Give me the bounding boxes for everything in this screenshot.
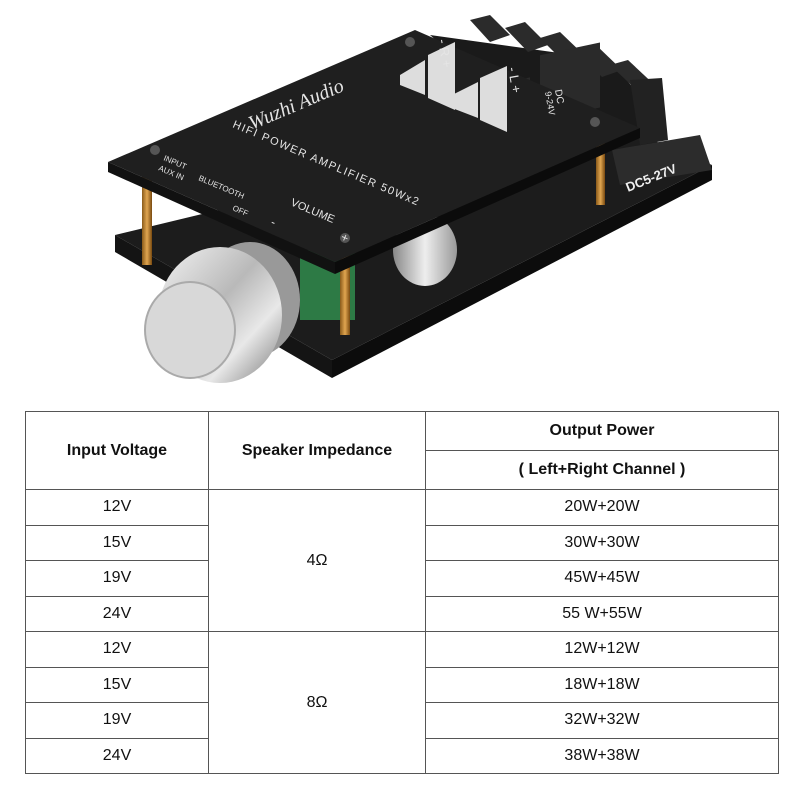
- standoff-3: [596, 140, 605, 205]
- dc-socket: [612, 135, 712, 185]
- impedance-cell: 4Ω: [208, 489, 426, 632]
- power-cell: 55 W+55W: [425, 595, 779, 632]
- voltage-cell: 19V: [25, 560, 209, 597]
- voltage-cell: 12V: [25, 631, 209, 668]
- table-row: 24V 38W+38W: [25, 737, 779, 774]
- speaker-icon-left: [452, 66, 507, 132]
- power-cell: 12W+12W: [425, 631, 779, 668]
- amplifier-board-illustration: Wuzhi Audio HIFI POWER AMPLIFIER 50Wx2 I…: [108, 15, 712, 383]
- voltage-cell: 15V: [25, 666, 209, 703]
- standoff-2: [340, 245, 350, 335]
- table-row: 15V 18W+18W: [25, 666, 779, 703]
- screw-3: [590, 117, 600, 127]
- power-cell: 32W+32W: [425, 702, 779, 739]
- board-dc-range: 9-24V: [543, 91, 557, 116]
- power-cell: 20W+20W: [425, 489, 779, 526]
- table-row: 12V 8Ω 12W+12W: [25, 631, 779, 774]
- voltage-cell: 12V: [25, 489, 209, 526]
- voltage-cell: 24V: [25, 595, 209, 632]
- screw-4: [340, 233, 350, 243]
- header-input-voltage: Input Voltage: [25, 411, 209, 490]
- power-cell: 45W+45W: [425, 560, 779, 597]
- impedance-cell: 8Ω: [208, 631, 426, 774]
- voltage-cell: 15V: [25, 524, 209, 561]
- table-row: 15V 30W+30W: [25, 524, 779, 561]
- standoff-1: [142, 175, 152, 265]
- volume-knob: [144, 242, 300, 383]
- power-cell: 38W+38W: [425, 737, 779, 774]
- top-plate: [108, 30, 640, 274]
- screw-2: [405, 37, 415, 47]
- speaker-icon-right: [400, 42, 455, 110]
- board-left-channel-label: - L +: [505, 66, 524, 94]
- output-power-spec-table: Input Voltage Speaker Impedance Output P…: [25, 411, 779, 774]
- header-channel: ( Left+Right Channel ): [425, 450, 779, 490]
- screw-1: [150, 145, 160, 155]
- table-row: 19V 45W+45W: [25, 560, 779, 597]
- table-row: 19V 32W+32W: [25, 702, 779, 739]
- voltage-cell: 19V: [25, 702, 209, 739]
- table-row: 24V 55 W+55W: [25, 595, 779, 632]
- board-minus-label: -: [269, 215, 278, 229]
- board-right-channel-label: - R +: [435, 38, 455, 69]
- header-output-power: Output Power: [425, 411, 779, 451]
- header-speaker-impedance: Speaker Impedance: [208, 411, 426, 490]
- power-cell: 30W+30W: [425, 524, 779, 561]
- power-cell: 18W+18W: [425, 666, 779, 703]
- table-row: 12V 4Ω 20W+20W: [25, 489, 779, 632]
- voltage-cell: 24V: [25, 737, 209, 774]
- board-plus-label: +: [339, 230, 351, 246]
- board-dc-label: DC: [552, 89, 565, 105]
